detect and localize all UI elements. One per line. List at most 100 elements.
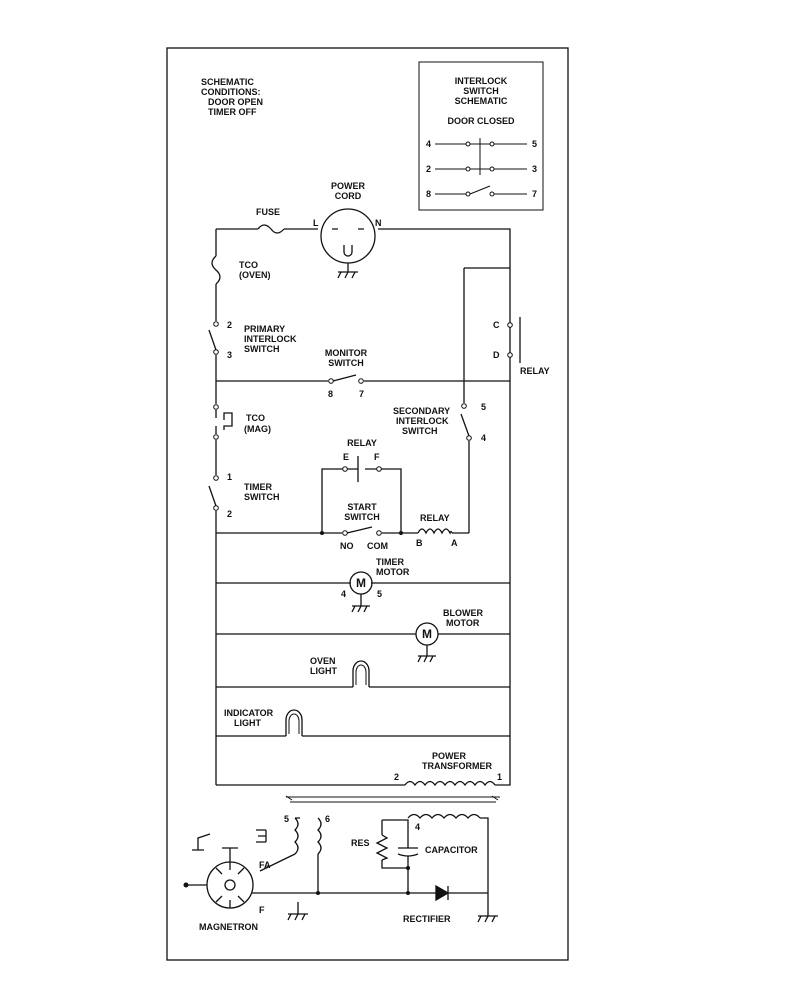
blower-motor-ground-icon [417, 645, 436, 663]
magnetron-ground-wire [222, 847, 238, 862]
plug-outline [320, 208, 376, 264]
interlock-row-8-7 [435, 185, 527, 195]
start-switch-blade [346, 526, 373, 534]
tco-mag-contact [213, 404, 219, 410]
f-label: F [259, 905, 265, 915]
primary-interlock-blade [208, 329, 217, 351]
fuse-label: FUSE [256, 207, 280, 217]
interlock-title-3: SCHEMATIC [455, 96, 508, 106]
hv-secondary-coil [407, 813, 481, 819]
primary-interlock-contact [213, 349, 219, 355]
rectifier-wire [408, 817, 489, 894]
interlock-contact [465, 191, 471, 197]
relay-coil-symbol [417, 528, 453, 535]
timer-motor-terminal-4: 4 [341, 589, 346, 599]
primary-terminal-3: 3 [227, 350, 232, 360]
capacitor-symbol [397, 847, 419, 857]
primary-terminal-2: 2 [227, 320, 232, 330]
fuse-symbol [257, 224, 285, 234]
transformer-terminal-1: 1 [497, 772, 502, 782]
interlock-terminal-3: 3 [532, 164, 537, 174]
secondary-interlock-contact [461, 403, 467, 409]
secondary-interlock-blade [460, 413, 470, 437]
cord-n-label: N [375, 218, 382, 228]
indicator-light-filament [288, 713, 300, 734]
magnetron-cathode [224, 879, 236, 891]
filament-secondary-coil [294, 817, 299, 855]
fa-label: FA [259, 860, 271, 870]
secondary-terminal-4: 4 [481, 433, 486, 443]
transformer-primary-wire [216, 510, 511, 786]
timer-switch-label-2: SWITCH [244, 492, 280, 502]
interlock-contact [489, 141, 495, 147]
neutral-wire [378, 228, 511, 510]
relay-coil-label: RELAY [420, 513, 450, 523]
start-no-label: NO [340, 541, 354, 551]
relay-contact-d [507, 352, 513, 358]
timer-motor-label-1: TIMER [376, 557, 404, 567]
indicator-light-label-1: INDICATOR [224, 708, 274, 718]
rectifier-diode-icon [435, 884, 450, 902]
secondary-terminal-5-label: 5 [284, 814, 289, 824]
tco-mag-contact [213, 434, 219, 440]
monitor-terminal-7: 7 [359, 389, 364, 399]
relay-b-label: B [416, 538, 423, 548]
interlock-contact [465, 166, 471, 172]
interlock-state: DOOR CLOSED [447, 116, 515, 126]
plug-ground-pin [343, 245, 353, 257]
oven-light-symbol [352, 660, 370, 687]
magnetron-vanes [215, 862, 245, 908]
interlock-terminal-8: 8 [426, 189, 431, 199]
timer-switch-blade [208, 485, 217, 507]
resistor-symbol [375, 834, 389, 861]
secondary-interlock-label-2: INTERLOCK [396, 416, 449, 426]
secondary-interlock-wire [463, 267, 510, 403]
blower-motor-label-2: MOTOR [446, 618, 480, 628]
schematic-frame [166, 47, 569, 961]
tco-mag-symbol [223, 412, 233, 430]
secondary-interlock-contact [466, 435, 472, 441]
conditions-line-4: TIMER OFF [208, 107, 257, 117]
monitor-contact [358, 378, 364, 384]
conditions-line-2: CONDITIONS: [201, 87, 261, 97]
interlock-switch-schematic: INTERLOCK SWITCH SCHEMATIC DOOR CLOSED 4… [418, 61, 544, 211]
monitor-terminal-8: 8 [328, 389, 333, 399]
timer-terminal-2: 2 [227, 509, 232, 519]
secondary-interlock-label-1: SECONDARY [393, 406, 450, 416]
tco-oven-label-1: TCO [239, 260, 258, 270]
power-transformer-label-2: TRANSFORMER [422, 761, 492, 771]
hv-terminal-4: 4 [415, 822, 420, 832]
junction-dot [320, 531, 324, 535]
rectifier-ground-icon [477, 893, 498, 923]
tco-mag-label-2: (MAG) [244, 424, 271, 434]
line-wire-top [215, 228, 318, 235]
relay-a-label: A [451, 538, 458, 548]
interlock-terminal-4: 4 [426, 139, 431, 149]
start-switch-label-1: START [347, 502, 377, 512]
transformer-core-lines [286, 796, 500, 803]
relay-e-label: E [343, 452, 349, 462]
timer-motor-m-icon: M [356, 576, 366, 590]
transformer-core-ends [285, 795, 499, 801]
start-switch-contact [342, 530, 348, 536]
interlock-terminal-5: 5 [532, 139, 537, 149]
magnetron [183, 833, 254, 909]
relay-contact-f [376, 466, 382, 472]
timer-motor-label-2: MOTOR [376, 567, 410, 577]
conditions-line-3: DOOR OPEN [208, 97, 263, 107]
interlock-contact [489, 166, 495, 172]
start-switch-label-2: SWITCH [344, 512, 380, 522]
interlock-terminal-2: 2 [426, 164, 431, 174]
timer-switch-contact [213, 505, 219, 511]
capacitor-label: CAPACITOR [425, 845, 478, 855]
indicator-light-symbol [285, 709, 303, 736]
power-cord-label-1: POWER [331, 181, 366, 191]
relay-ef-wire [321, 468, 402, 533]
primary-interlock-contact [213, 321, 219, 327]
cord-l-label: L [313, 218, 319, 228]
oven-light-label-2: LIGHT [310, 666, 337, 676]
tco-oven-label-2: (OVEN) [239, 270, 271, 280]
primary-interlock-label-3: SWITCH [244, 344, 280, 354]
conditions-line-1: SCHEMATIC [201, 77, 254, 87]
relay-c-label: C [493, 320, 500, 330]
